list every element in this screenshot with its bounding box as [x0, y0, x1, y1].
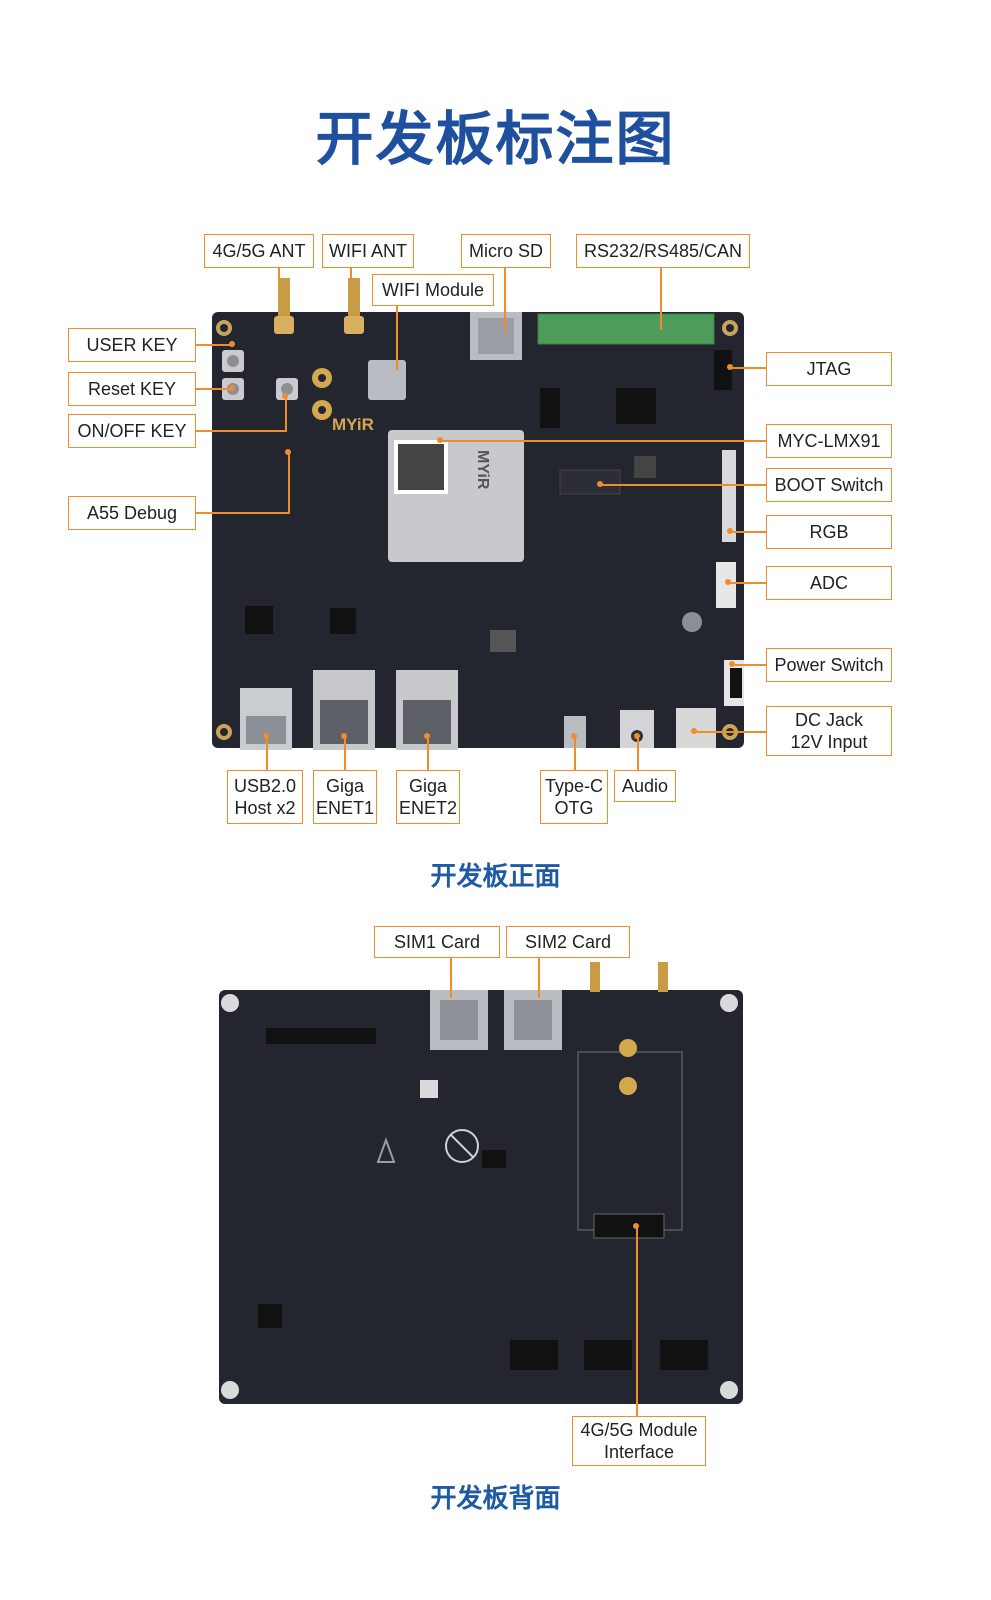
label-wifi-module: WIFI Module: [372, 274, 494, 306]
front-caption: 开发板正面: [430, 862, 561, 892]
label-audio: Audio: [614, 770, 676, 802]
label-dc-jack: DC Jack 12V Input: [766, 706, 892, 756]
leader-power-switch: [732, 664, 766, 666]
page-title: 开发板标注图: [315, 105, 676, 173]
leader-audio: [637, 736, 639, 770]
dot-adc: [725, 579, 731, 585]
dot-audio: [634, 733, 640, 739]
back-caption: 开发板背面: [430, 1484, 561, 1514]
label-rgb: RGB: [766, 515, 892, 549]
dot-typec: [571, 733, 577, 739]
leader-onoff-key-vertical: [285, 396, 287, 432]
leader-jtag: [730, 367, 766, 369]
label-wifi-ant: WIFI ANT: [322, 234, 414, 268]
label-4g5g-module-interface: 4G/5G Module Interface: [572, 1416, 706, 1466]
label-boot-switch: BOOT Switch: [766, 468, 892, 502]
board-logo: MYiR: [332, 415, 374, 434]
label-myc-lmx91: MYC-LMX91: [766, 424, 892, 458]
dot-enet1: [341, 733, 347, 739]
front-board: MYiR MYiR: [212, 278, 744, 750]
label-typec: Type-C OTG: [540, 770, 608, 824]
leader-boot: [600, 484, 766, 486]
label-user-key: USER KEY: [68, 328, 196, 362]
leader-reset-key: [196, 388, 232, 390]
dot-myc: [437, 437, 443, 443]
leader-module-interface: [636, 1226, 638, 1416]
leader-rs232: [660, 268, 662, 330]
label-reset-key: Reset KEY: [68, 372, 196, 406]
dot-usb: [263, 733, 269, 739]
label-rs232-rs485-can: RS232/RS485/CAN: [576, 234, 750, 268]
leader-enet2: [427, 736, 429, 770]
dot-jtag: [727, 364, 733, 370]
leader-rgb: [730, 531, 766, 533]
dot-boot: [597, 481, 603, 487]
leader-user-key: [196, 344, 232, 346]
dot-user-key: [229, 341, 235, 347]
label-power-switch: Power Switch: [766, 648, 892, 682]
label-sim1-card: SIM1 Card: [374, 926, 500, 958]
leader-sim1: [450, 958, 452, 998]
label-sim2-card: SIM2 Card: [506, 926, 630, 958]
dot-power-switch: [729, 661, 735, 667]
leader-enet1: [344, 736, 346, 770]
dot-dc-jack: [691, 728, 697, 734]
dot-a55-debug: [285, 449, 291, 455]
label-a55-debug: A55 Debug: [68, 496, 196, 530]
label-enet1: Giga ENET1: [313, 770, 377, 824]
leader-dc-jack: [694, 731, 766, 733]
leader-wifi-module: [396, 306, 398, 370]
leader-4g5g-ant: [278, 268, 280, 280]
leader-myc: [440, 440, 766, 442]
leader-usb: [266, 736, 268, 770]
leader-wifi-ant: [350, 268, 352, 280]
label-adc: ADC: [766, 566, 892, 600]
back-board: [219, 962, 743, 1404]
module-logo-text: MYiR: [474, 450, 491, 490]
leader-adc: [728, 582, 766, 584]
dot-module-interface: [633, 1223, 639, 1229]
dot-rgb: [727, 528, 733, 534]
label-usb: USB2.0 Host x2: [227, 770, 303, 824]
leader-micro-sd: [504, 268, 506, 330]
label-onoff-key: ON/OFF KEY: [68, 414, 196, 448]
leader-a55-debug: [196, 512, 288, 514]
dot-onoff-key: [282, 393, 288, 399]
leader-a55-debug-vertical: [288, 452, 290, 514]
leader-typec: [574, 736, 576, 770]
leader-sim2: [538, 958, 540, 998]
dot-reset-key: [229, 385, 235, 391]
label-4g5g-ant: 4G/5G ANT: [204, 234, 314, 268]
label-micro-sd: Micro SD: [461, 234, 551, 268]
leader-onoff-key: [196, 430, 286, 432]
dot-enet2: [424, 733, 430, 739]
label-jtag: JTAG: [766, 352, 892, 386]
label-enet2: Giga ENET2: [396, 770, 460, 824]
